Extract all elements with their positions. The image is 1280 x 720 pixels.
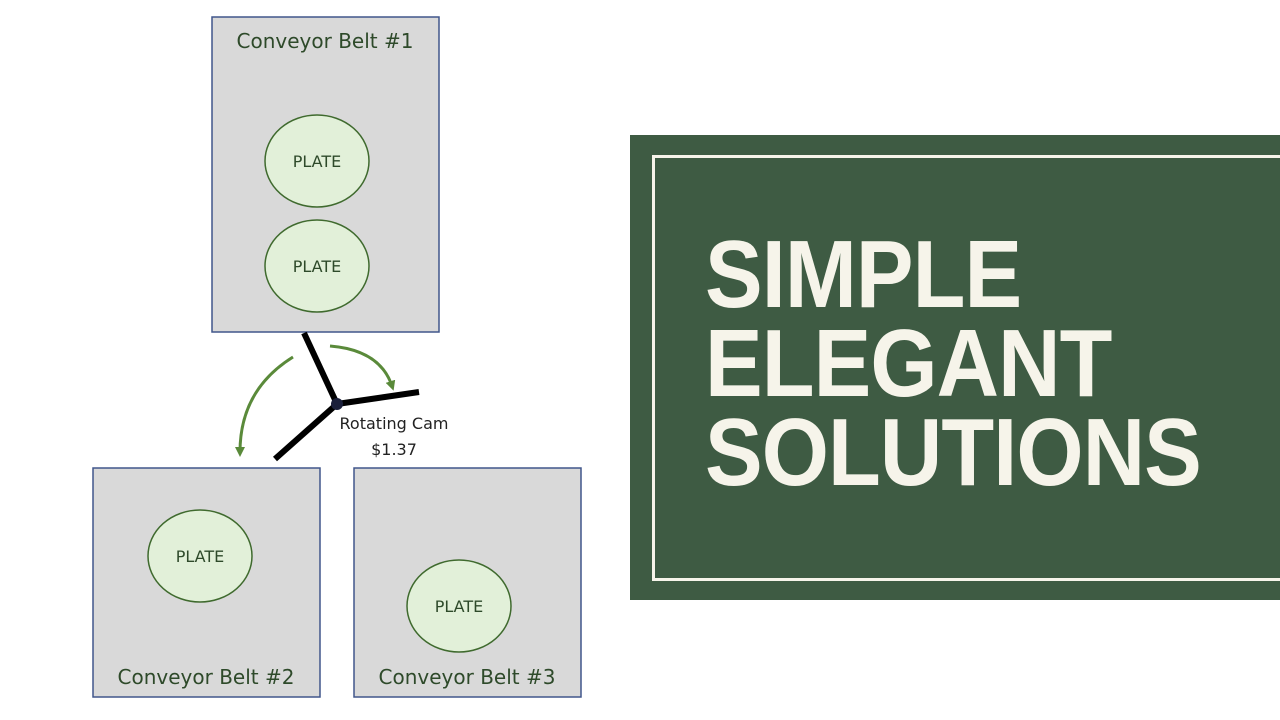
banner-frame <box>652 155 1280 581</box>
rotating-cam <box>273 331 420 462</box>
plate-label: PLATE <box>435 597 484 616</box>
belt-1-label: Conveyor Belt #1 <box>237 29 414 53</box>
belt-3-label: Conveyor Belt #3 <box>379 665 556 689</box>
cam-label: Rotating Cam <box>340 414 449 433</box>
cam-price: $1.37 <box>371 440 417 459</box>
plate-label: PLATE <box>293 257 342 276</box>
conveyor-belt-1: Conveyor Belt #1 PLATE PLATE <box>211 16 440 333</box>
plate <box>406 559 512 653</box>
plate <box>147 509 253 603</box>
conveyor-belt-3: PLATE Conveyor Belt #3 <box>353 467 582 698</box>
headline-line-2: ELEGANT <box>705 310 1112 417</box>
conveyor-diagram: Conveyor Belt #1 PLATE PLATE PLATE Conve… <box>92 16 582 698</box>
rotation-arrow-left <box>235 355 294 457</box>
rotation-arrow-right <box>329 344 396 391</box>
headline-banner: SIMPLE ELEGANT SOLUTIONS <box>630 135 1280 600</box>
plate-label: PLATE <box>176 547 225 566</box>
plate <box>264 219 370 313</box>
conveyor-belt-2: PLATE Conveyor Belt #2 <box>92 467 321 698</box>
plate <box>264 114 370 208</box>
plate-label: PLATE <box>293 152 342 171</box>
headline-line-1: SIMPLE <box>705 221 1022 328</box>
headline: SIMPLE ELEGANT SOLUTIONS <box>705 221 1202 506</box>
belt-2-label: Conveyor Belt #2 <box>118 665 295 689</box>
headline-line-3: SOLUTIONS <box>705 399 1202 506</box>
